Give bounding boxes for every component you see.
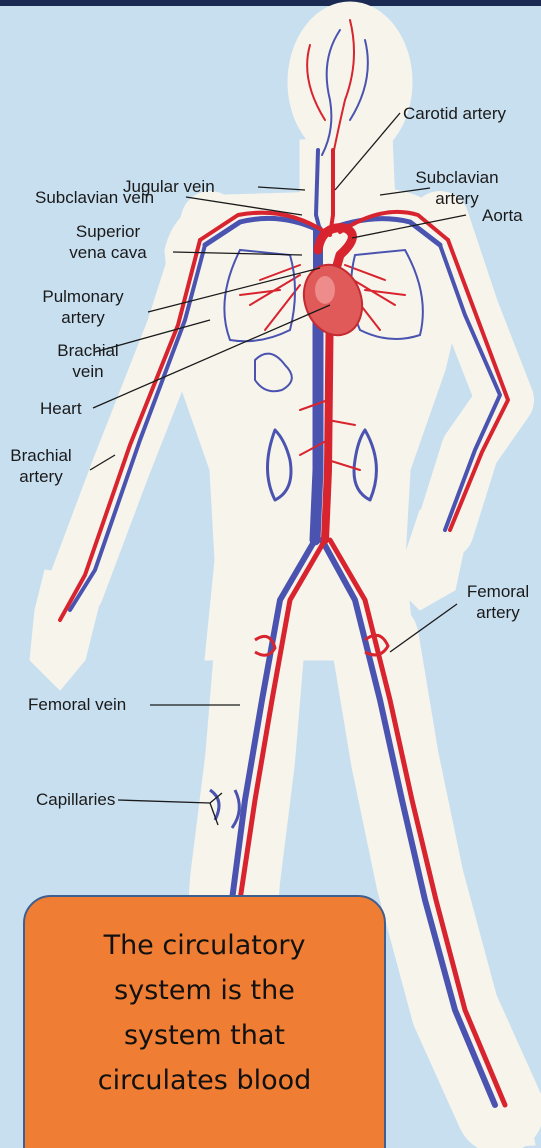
callout-line-3: system that: [25, 1013, 384, 1058]
label-brachial-vein-line2: vein: [43, 361, 133, 382]
label-subclavian-vein: Subclavian vein: [35, 187, 154, 208]
label-brachial-artery-line1: Brachial: [0, 445, 82, 466]
callout-box: The circulatory system is the system tha…: [23, 895, 386, 1148]
heart-highlight: [315, 276, 335, 304]
label-subclavian-artery-line1: Subclavian: [402, 167, 512, 188]
label-femoral-vein: Femoral vein: [28, 694, 126, 715]
label-aorta: Aorta: [482, 205, 523, 226]
label-brachial-vein-line1: Brachial: [43, 340, 133, 361]
callout-line-2: system is the: [25, 968, 384, 1013]
label-carotid-artery: Carotid artery: [403, 103, 506, 124]
label-superior-vena-cava-line1: Superior: [48, 221, 168, 242]
top-border: [0, 0, 541, 6]
label-brachial-artery-line2: artery: [0, 466, 82, 487]
label-heart: Heart: [40, 398, 82, 419]
callout-text: The circulatory system is the system tha…: [25, 923, 384, 1103]
label-pulmonary-artery-line1: Pulmonary: [28, 286, 138, 307]
label-capillaries: Capillaries: [36, 789, 115, 810]
label-pulmonary-artery-line2: artery: [28, 307, 138, 328]
callout-line-1: The circulatory: [25, 923, 384, 968]
label-superior-vena-cava-line2: vena cava: [48, 242, 168, 263]
label-femoral-artery-line2: artery: [455, 602, 541, 623]
label-femoral-artery-line1: Femoral: [455, 581, 541, 602]
callout-line-4: circulates blood: [25, 1058, 384, 1103]
